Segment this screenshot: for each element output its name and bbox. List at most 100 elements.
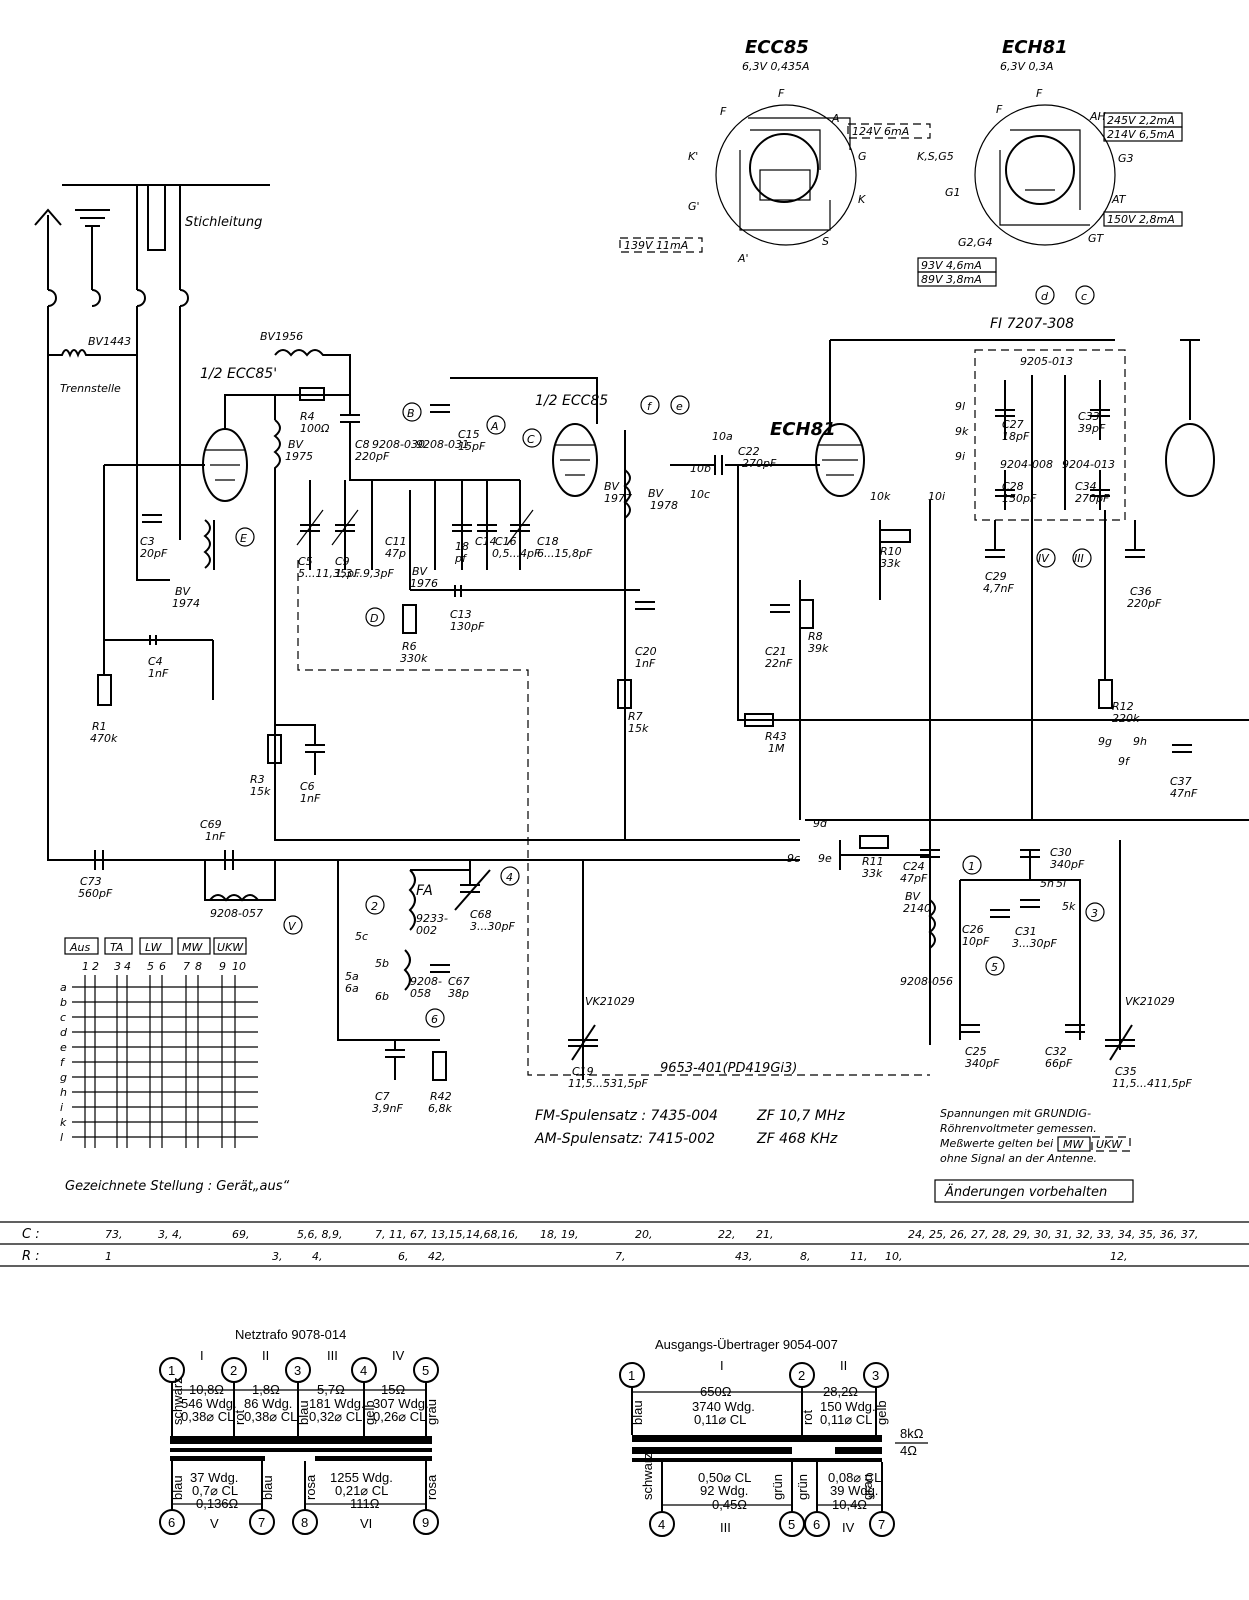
netztrafo-top-wdg: 307 Wdg. <box>373 1396 429 1411</box>
ausgang-pin <box>649 1511 675 1537</box>
measurement-note-2: Röhrenvoltmeter gemessen. <box>940 1122 1097 1135</box>
bv1975-value: 1975 <box>285 450 313 463</box>
ech81-pin-g1: G1 <box>945 186 961 199</box>
switch-col-10: 10 <box>232 960 246 973</box>
c68-label: C68 <box>470 908 492 921</box>
node-6b: 6b <box>375 990 389 1003</box>
switch-header-ta: TA <box>110 941 123 954</box>
netztrafo-wire-color: rot <box>232 1409 247 1425</box>
fi-label: FI 7207-308 <box>990 316 1074 332</box>
switch-row-i: i <box>60 1101 63 1114</box>
netztrafo-group: I <box>200 1348 204 1363</box>
switch-col-6: 6 <box>159 960 166 973</box>
coil-9208-056: 9208-056 <box>900 975 953 988</box>
node-9k: 9k <box>955 425 969 438</box>
schematic-wiring: Stichleitung BV1443 Trennstelle 1/2 ECC8… <box>34 184 1249 1115</box>
node-9l: 9l <box>955 400 965 413</box>
half-ecc85-2-label: 1/2 ECC85 <box>535 393 608 409</box>
c21-label: C21 <box>765 645 787 658</box>
r12-value: 220k <box>1112 712 1140 725</box>
r7-label: R7 <box>628 710 643 723</box>
callout-f: f <box>647 400 653 413</box>
c7-value: 3,9nF <box>372 1102 403 1115</box>
callout-b: B <box>407 407 415 420</box>
node-10b: 10b <box>690 462 711 475</box>
ausgang-wire-color: grün <box>770 1474 785 1500</box>
ech81-pin-f1: F <box>1036 87 1043 100</box>
bv2140-label: BV <box>905 890 922 903</box>
c13-value: 130pF <box>450 620 485 633</box>
ech81-pin-g2g4: G2,G4 <box>958 236 993 249</box>
c6-value: 1nF <box>300 792 321 805</box>
callouts: A B C D E f e d c IV III 1 2 3 4 5 6 V <box>235 285 1105 1028</box>
ech81-stage-label: ECH81 <box>770 419 836 440</box>
c-18pf-unit: pf <box>454 552 468 565</box>
netztrafo-group: III <box>327 1348 338 1363</box>
callout-2: 2 <box>371 900 378 913</box>
ausgang-bot-res: 10,4Ω <box>832 1497 867 1512</box>
bv1976-value: 1976 <box>410 577 438 590</box>
callout-c: C <box>527 433 535 446</box>
bv1974-value: 1974 <box>172 597 200 610</box>
ausgang-pin <box>804 1511 830 1537</box>
c9-value: 1,3...9,3pF <box>335 567 394 580</box>
ausgang-title: Ausgangs-Übertrager 9054-007 <box>655 1337 838 1352</box>
c34-label: C34 <box>1075 480 1097 493</box>
callout-e: e <box>676 400 683 413</box>
ecc85-pin-k: K <box>858 193 866 206</box>
c19-label: C19 <box>572 1065 594 1078</box>
ecc85-pin-s: S <box>822 235 829 248</box>
index-r-item: 11, <box>850 1250 868 1263</box>
bv1978-label: BV <box>648 487 665 500</box>
measurement-note-3: Meßwerte gelten bei <box>940 1137 1053 1150</box>
fm-coil-set: FM-Spulensatz : 7435-004 <box>535 1108 718 1124</box>
index-c-item: 73, <box>105 1228 123 1241</box>
c24-value: 47pF <box>900 872 928 885</box>
netztrafo-pin-label: 7 <box>258 1515 265 1530</box>
node-5b: 5b <box>375 957 389 970</box>
ecc85-pin-f2: F <box>720 105 727 118</box>
c67-label: C67 <box>448 975 470 988</box>
c9-label: C9 <box>335 555 350 568</box>
c27-label: C27 <box>1002 418 1024 431</box>
netztrafo-top-wire: 0,32⌀ CL <box>309 1409 362 1424</box>
ech81-pin-ksg5: K,S,G5 <box>917 150 954 163</box>
stichleitung-label: Stichleitung <box>185 215 262 230</box>
netztrafo-pin-label: 5 <box>422 1363 429 1378</box>
node-5c: 5c <box>355 930 368 943</box>
netztrafo-wire-color: schwarz <box>170 1377 185 1425</box>
node-5a: 5a <box>345 970 359 983</box>
coil-9233-label: 9233- <box>416 912 448 925</box>
callout-v: V <box>288 920 297 933</box>
index-r-item: 42, <box>428 1250 446 1263</box>
am-coil-set: AM-Spulensatz: 7415-002 <box>534 1131 715 1147</box>
c28-label: C28 <box>1002 480 1024 493</box>
netztrafo-pin <box>249 1509 275 1535</box>
r42-value: 6,8k <box>428 1102 452 1115</box>
c13-label: C13 <box>450 608 472 621</box>
callout-3: 3 <box>1091 907 1098 920</box>
netztrafo-top-wdg: 546 Wdg. <box>181 1396 237 1411</box>
netztrafo-wire-color: gelb <box>362 1400 377 1425</box>
c36-value: 220pF <box>1127 597 1162 610</box>
c5-label: C5 <box>298 555 313 568</box>
netztrafo-pin-label: 2 <box>230 1363 237 1378</box>
ecc85-meas-a2: 139V 11mA <box>624 239 688 252</box>
callout-5: 5 <box>991 961 998 974</box>
c73-label: C73 <box>80 875 102 888</box>
callout-6: 6 <box>431 1013 438 1026</box>
ausgang-top-res: 28,2Ω <box>823 1384 858 1399</box>
c16-value: 0,5...4pF <box>492 547 541 560</box>
node-10i: 10i <box>928 490 945 503</box>
c7-label: C7 <box>375 1090 390 1103</box>
netztrafo-top-res: 15Ω <box>381 1382 405 1397</box>
ausgang-top-wire: 0,11⌀ CL <box>694 1412 746 1427</box>
node-10a: 10a <box>712 430 733 443</box>
c21-value: 22nF <box>765 657 793 670</box>
netztrafo-wire-color: blau <box>260 1475 275 1500</box>
measurement-note-mw: MW <box>1063 1138 1084 1151</box>
c8-value: 220pF <box>355 450 390 463</box>
c36-label: C36 <box>1130 585 1152 598</box>
netztrafo-bot-wire: 0,7⌀ CL <box>192 1483 238 1498</box>
